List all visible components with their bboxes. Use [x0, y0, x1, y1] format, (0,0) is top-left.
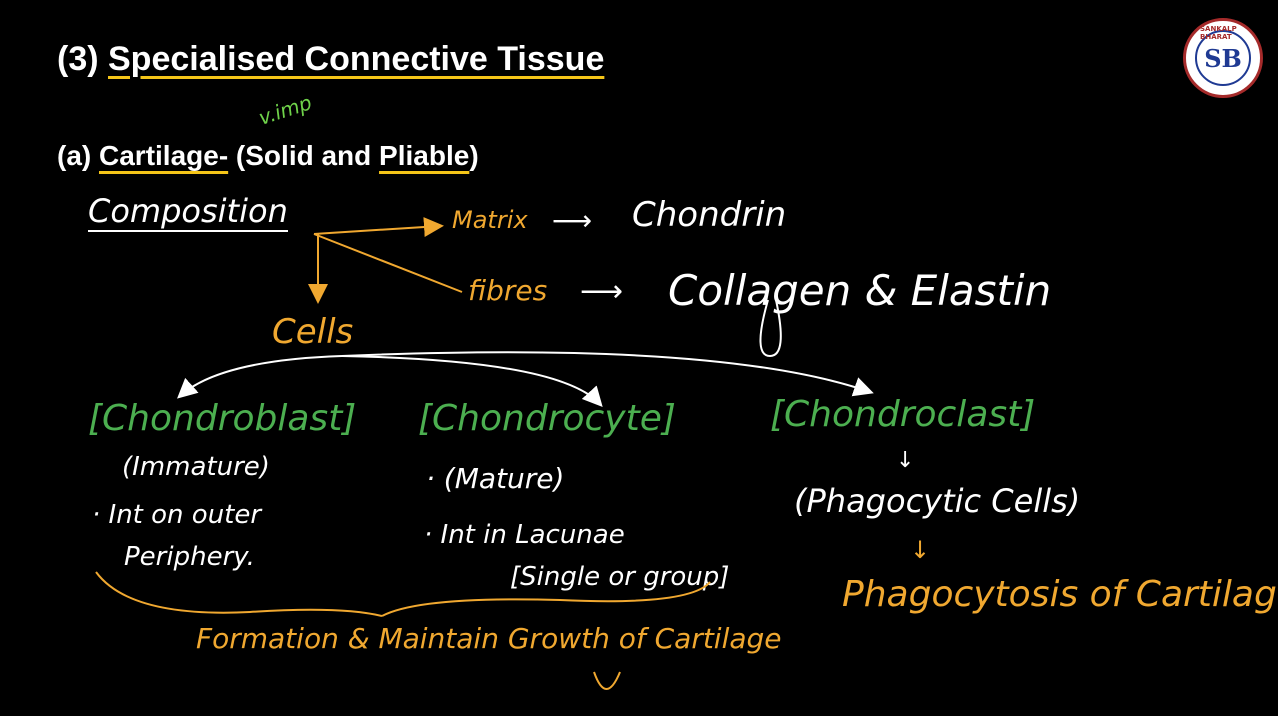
pliable-term: Pliable [379, 140, 470, 171]
arrow-to-chondroblast [177, 355, 343, 399]
fibres-value: Collagen & Elastin [668, 266, 1052, 315]
formation-bracket [95, 571, 383, 617]
composition-label: Composition [88, 192, 288, 232]
chondrocyte-location: · Int in Lacunae [424, 520, 625, 550]
subheading-prefix: (a) [57, 140, 99, 171]
fibres-arrow: ⟶ [580, 274, 624, 309]
chondroclast-arrow-2: ↓ [910, 536, 931, 564]
cells-label: Cells [272, 312, 354, 352]
chondrocyte-label: [Chondrocyte] [418, 398, 676, 439]
chondroclast-function: Phagocytosis of Cartilage [842, 574, 1278, 615]
chondroclast-arrow-1: ↓ [896, 448, 915, 473]
subheading: (a) Cartilage- (Solid and Pliable) [57, 140, 479, 172]
chondroclast-type: (Phagocytic Cells) [794, 482, 1081, 520]
chondrocyte-grouping: [Single or group] [510, 562, 730, 592]
matrix-label: Matrix [452, 206, 528, 234]
chondroblast-label: [Chondroblast] [88, 398, 357, 439]
heading-number: (3) [57, 40, 108, 78]
chondrin-label: Chondrin [632, 195, 787, 235]
brand-logo: SB SANKALP BHARAT [1183, 18, 1263, 98]
subheading-paren-open: (Solid and [228, 140, 380, 171]
arrow-to-chondroclast [341, 351, 874, 397]
chondroblast-location: · Int on outer [92, 500, 262, 530]
matrix-connector [313, 217, 444, 237]
chondroclast-label: [Chondroclast] [770, 394, 1036, 435]
fibres-label: fibres [468, 274, 548, 307]
brand-logo-initials: SB [1195, 30, 1251, 86]
formation-note: Formation & Maintain Growth of Cartilage [196, 622, 782, 655]
footer-underline [593, 671, 621, 690]
fibres-connector [313, 233, 463, 293]
arrow-to-chondrocyte [341, 355, 603, 407]
collagen-loop [759, 299, 782, 358]
subheading-paren-close: ) [469, 140, 479, 171]
chondroblast-location-2: Periphery. [124, 542, 255, 572]
chondrocyte-maturity: · (Mature) [426, 462, 565, 495]
section-heading: (3) Specialised Connective Tissue [57, 40, 604, 79]
matrix-arrow: ⟶ [552, 204, 593, 237]
brand-logo-ring-text: SANKALP BHARAT [1200, 25, 1237, 41]
cartilage-term: Cartilage- [99, 140, 229, 171]
chondroblast-maturity: (Immature) [122, 452, 270, 482]
heading-title: Specialised Connective Tissue [108, 40, 605, 78]
formation-bracket-right [381, 581, 711, 617]
